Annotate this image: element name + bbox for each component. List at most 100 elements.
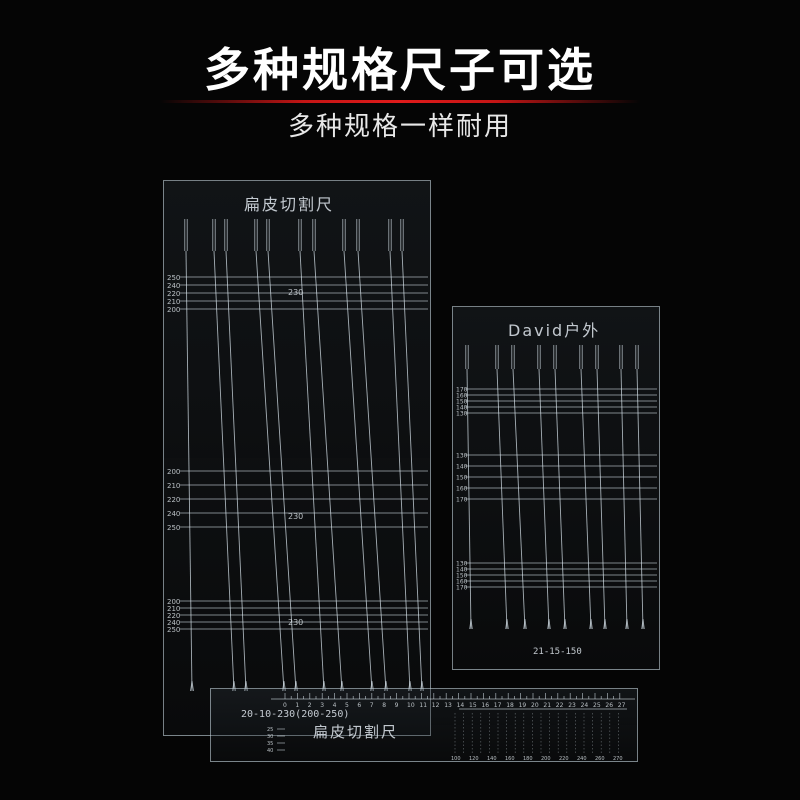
large-low-mark: 210 (167, 605, 180, 613)
large-slot-top (212, 219, 216, 251)
bottom-measure-label: 270 (613, 756, 623, 762)
large-top-mark: 200 (167, 306, 180, 314)
medium-low-mark: 130 (456, 561, 468, 568)
bottom-scale-label: 7 (370, 702, 374, 709)
large-low-mark: 220 (167, 612, 180, 620)
bottom-scale-label: 9 (395, 702, 399, 709)
large-slot-top (356, 219, 360, 251)
large-cut-tip (244, 680, 248, 692)
medium-mid-mark: 160 (456, 486, 468, 493)
bottom-scale-label: 22 (556, 702, 564, 709)
large-cut-tip (282, 680, 286, 692)
medium-top-mark: 130 (456, 411, 468, 418)
large-slot-top (400, 219, 404, 251)
large-cut-tip (420, 680, 424, 692)
bottom-scale-label: 5 (345, 702, 349, 709)
bottom-scale-label: 16 (481, 702, 489, 709)
medium-mid-mark: 130 (456, 453, 468, 460)
large-center-mark: 230 (288, 618, 303, 627)
medium-cut-tip (547, 618, 551, 630)
medium-cut-tip (625, 618, 629, 630)
bottom-scale-label: 23 (568, 702, 576, 709)
large-cut-tip (232, 680, 236, 692)
medium-slot-top (537, 345, 541, 369)
medium-cut-tip (641, 618, 645, 630)
bottom-scale-label: 24 (581, 702, 589, 709)
bottom-scale-label: 27 (618, 702, 626, 709)
large-center-mark: 230 (288, 288, 303, 297)
bottom-measure-label: 100 (451, 756, 461, 762)
medium-slot-top (619, 345, 623, 369)
bottom-left-mark: 25 (267, 727, 273, 733)
medium-cut-tip (563, 618, 567, 630)
medium-slot-top (553, 345, 557, 369)
bottom-scale-label: 25 (593, 702, 601, 709)
bottom-scale-label: 1 (295, 702, 299, 709)
large-slot-top (388, 219, 392, 251)
medium-slot-top (579, 345, 583, 369)
large-cut-tip (340, 680, 344, 692)
large-top-mark: 210 (167, 298, 180, 306)
bottom-scale-label: 18 (506, 702, 514, 709)
bottom-scale-label: 26 (605, 702, 613, 709)
large-cut-tip (190, 680, 194, 692)
bottom-scale-label: 11 (419, 702, 427, 709)
large-low-mark: 250 (167, 626, 180, 634)
bottom-measure-label: 140 (487, 756, 497, 762)
large-slot-top (224, 219, 228, 251)
medium-mid-mark: 150 (456, 475, 468, 482)
bottom-scale-label: 21 (543, 702, 551, 709)
bottom-scale-label: 15 (469, 702, 477, 709)
bottom-measure-label: 160 (505, 756, 515, 762)
large-mid-mark: 210 (167, 482, 180, 490)
bottom-measure-label: 200 (541, 756, 551, 762)
large-cut-tip (408, 680, 412, 692)
page-subtitle: 多种规格一样耐用 (287, 112, 512, 142)
large-ruler-drawing: 2502402202102002002102202402502002102202… (167, 219, 428, 692)
bottom-measure-label: 260 (595, 756, 605, 762)
bottom-left-mark: 40 (267, 748, 273, 754)
large-cut-tip (322, 680, 326, 692)
large-ruler-label: 扁皮切割尺 (244, 195, 335, 214)
bottom-measure-label: 180 (523, 756, 533, 762)
large-top-mark: 240 (167, 282, 180, 290)
large-low-mark: 200 (167, 598, 180, 606)
bottom-scale-label: 2 (308, 702, 312, 709)
large-mid-mark: 240 (167, 510, 180, 518)
medium-mid-mark: 140 (456, 464, 468, 471)
title-underline (160, 100, 640, 103)
large-mid-mark: 220 (167, 496, 180, 504)
large-top-mark: 250 (167, 274, 180, 282)
bottom-left-mark: 30 (267, 734, 273, 740)
page-title: 多种规格尺子可选 (204, 43, 596, 97)
large-slot-top (312, 219, 316, 251)
large-slot-top (254, 219, 258, 251)
bottom-measure-label: 220 (559, 756, 569, 762)
large-cut-tip (384, 680, 388, 692)
bottom-scale-label: 13 (444, 702, 452, 709)
medium-cut-tip (505, 618, 509, 630)
medium-low-mark: 170 (456, 585, 468, 592)
bottom-scale-label: 17 (494, 702, 502, 709)
bottom-ruler-label: 扁皮切割尺 (313, 723, 399, 741)
medium-slot-top (495, 345, 499, 369)
medium-ruler-drawing: 1701601501401301301401501601701301401501… (456, 345, 657, 630)
bottom-scale-label: 10 (407, 702, 415, 709)
bottom-ruler-code: 20-10-230(200-250) (241, 709, 350, 720)
bottom-scale-label: 20 (531, 702, 539, 709)
large-slot-top (266, 219, 270, 251)
medium-top-mark: 170 (456, 387, 468, 394)
medium-cut-tip (523, 618, 527, 630)
bottom-scale-label: 14 (457, 702, 465, 709)
medium-top-mark: 140 (456, 405, 468, 412)
medium-cut-tip (603, 618, 607, 630)
medium-cut-tip (469, 618, 473, 630)
medium-top-mark: 150 (456, 399, 468, 406)
bottom-scale-label: 4 (333, 702, 337, 709)
bottom-left-mark: 35 (267, 741, 273, 747)
bottom-scale-label: 3 (320, 702, 324, 709)
medium-ruler-label: David户外 (508, 321, 601, 340)
